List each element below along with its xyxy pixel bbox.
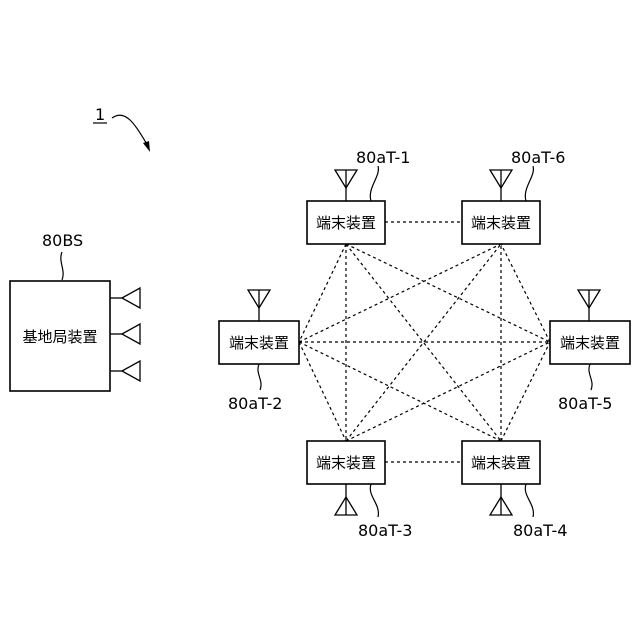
figure-reference: 1 xyxy=(93,105,150,152)
base-station-antenna-3 xyxy=(110,361,140,381)
terminal-4-leader xyxy=(525,484,533,517)
terminal-4-ref: 80aT-4 xyxy=(513,521,567,540)
terminal-3-leader xyxy=(370,484,378,517)
terminal-2-label: 端末装置 xyxy=(229,334,289,352)
link-t1-t5 xyxy=(346,244,550,342)
terminal-3-label: 端末装置 xyxy=(316,454,376,472)
link-t2-t3 xyxy=(299,342,346,441)
terminal-6-antenna xyxy=(490,170,512,201)
figure-ref-arrowhead xyxy=(143,141,150,152)
terminal-1-ref: 80aT-1 xyxy=(356,148,410,167)
base-station-ref: 80BS xyxy=(42,231,83,250)
link-t2-t4 xyxy=(299,342,501,441)
terminal-6-label: 端末装置 xyxy=(471,214,531,232)
link-t1-t2 xyxy=(299,244,346,342)
terminal-4-antenna xyxy=(490,484,512,515)
terminal-3-ref: 80aT-3 xyxy=(358,521,412,540)
base-station-antenna-1 xyxy=(110,288,140,308)
terminal-1-label: 端末装置 xyxy=(316,214,376,232)
terminal-2-ref: 80aT-2 xyxy=(228,394,282,413)
base-station-leader xyxy=(61,252,63,280)
terminal-5-label: 端末装置 xyxy=(560,334,620,352)
terminal-1: 端末装置 80aT-1 xyxy=(307,148,410,244)
terminal-5-ref: 80aT-5 xyxy=(558,394,612,413)
terminal-6: 端末装置 80aT-6 xyxy=(462,148,565,244)
terminal-1-leader xyxy=(370,166,378,201)
terminal-5-antenna xyxy=(578,290,600,321)
link-t3-t5 xyxy=(346,342,550,441)
link-t5-t6 xyxy=(501,244,550,342)
terminal-4: 端末装置 80aT-4 xyxy=(462,441,567,540)
terminal-1-antenna xyxy=(335,170,357,201)
base-station-antenna-2 xyxy=(110,324,140,344)
terminal-5: 端末装置 80aT-5 xyxy=(550,290,630,413)
terminal-2: 端末装置 80aT-2 xyxy=(219,290,299,413)
figure-ref-number: 1 xyxy=(95,105,105,124)
mesh-links xyxy=(299,222,550,462)
terminal-6-ref: 80aT-6 xyxy=(511,148,565,167)
terminal-5-leader xyxy=(589,364,592,390)
terminal-3: 端末装置 80aT-3 xyxy=(307,441,412,540)
figure-ref-arrow xyxy=(112,115,148,146)
terminal-3-antenna xyxy=(335,484,357,515)
base-station-label: 基地局装置 xyxy=(22,328,97,346)
terminal-6-leader xyxy=(525,166,533,201)
terminal-2-antenna xyxy=(248,290,270,321)
base-station: 80BS 基地局装置 xyxy=(10,231,140,391)
terminal-4-label: 端末装置 xyxy=(471,454,531,472)
link-t2-t6 xyxy=(299,244,501,342)
terminal-2-leader xyxy=(258,364,261,390)
link-t4-t5 xyxy=(501,342,550,441)
